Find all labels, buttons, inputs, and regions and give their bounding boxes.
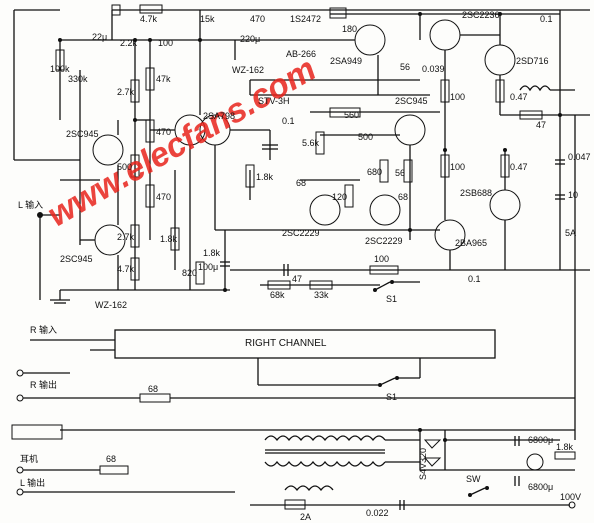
r-2k2-top: 2.2k <box>120 38 138 48</box>
r-15k: 15k <box>200 14 215 24</box>
c-100: 100 <box>158 38 173 48</box>
r-56-b: 56 <box>395 168 405 178</box>
zener-1s2472-label: 1S2472 <box>290 14 321 24</box>
phones-label: 耳机 <box>20 453 38 464</box>
power-supply <box>250 430 576 510</box>
c-6800-b: 6800μ <box>528 482 553 492</box>
r-560: 560 <box>344 110 359 120</box>
r-500-a: 500 <box>117 162 132 172</box>
r-68k: 68k <box>270 290 285 300</box>
r-470-top: 470 <box>250 14 265 24</box>
q1-label: 2SC945 <box>66 129 99 139</box>
l-input-label: L 输入 <box>18 199 43 210</box>
channel-box-label: RIGHT CHANNEL <box>245 338 327 349</box>
switch-s1-b: S1 <box>386 392 397 402</box>
r-680: 680 <box>367 167 382 177</box>
c-0022: 0.022 <box>366 508 389 518</box>
diode-ab266-label: AB-266 <box>286 49 316 59</box>
junctions <box>37 12 562 442</box>
r-2k7-a: 2.7k <box>117 87 135 97</box>
r-output-label: R 输出 <box>30 379 57 390</box>
output-stage <box>420 14 590 440</box>
left-input-section <box>13 9 230 304</box>
zener-wz162b-label: WZ-162 <box>95 300 127 310</box>
r-68-a: 68 <box>148 384 158 394</box>
q8-label: 2SC2229 <box>282 228 320 238</box>
c-68-b: 68 <box>398 192 408 202</box>
r-470-a: 470 <box>156 127 171 137</box>
q4-label: 2SA949 <box>330 56 362 66</box>
switch-s1-a: S1 <box>386 294 397 304</box>
c-01-top: 0.1 <box>540 14 553 24</box>
r-047-a: 0.47 <box>510 92 528 102</box>
fuse-5a: 5A <box>565 228 576 238</box>
l-output-label: L 输出 <box>20 477 45 488</box>
c-220u: 220μ <box>240 34 260 44</box>
q9-label: 2SC2229 <box>365 236 403 246</box>
bridge-label: S4V320 <box>418 448 428 480</box>
r-1k8-c: 1.8k <box>256 172 274 182</box>
r-56-a: 56 <box>400 62 410 72</box>
r-5k6: 5.6k <box>302 138 320 148</box>
r-120: 120 <box>332 192 347 202</box>
c-6800-a: 6800μ <box>528 435 553 445</box>
c-22u: 22μ <box>92 32 107 42</box>
c-10: 10 <box>568 190 578 200</box>
zener-wz162-label: WZ-162 <box>232 65 264 75</box>
r-100k: 100k <box>50 64 70 74</box>
r-1k8-a: 1.8k <box>160 234 178 244</box>
fuse-2a: 2A <box>300 512 311 522</box>
r-1k8-d: 1.8k <box>556 442 574 452</box>
c-68-a: 68 <box>296 178 306 188</box>
resistor-ladders <box>111 4 163 290</box>
diode-stv3h-label: STV-3H <box>258 96 290 106</box>
c-01-bot: 0.1 <box>468 274 481 284</box>
r-68-b: 68 <box>106 454 116 464</box>
r-input-label: R 输入 <box>30 324 57 335</box>
c-47: 47 <box>292 274 302 284</box>
r-100-a: 100 <box>450 92 465 102</box>
r-4k7-b: 4.7k <box>117 264 135 274</box>
r-500-b: 500 <box>358 132 373 142</box>
top-rails <box>60 9 590 120</box>
q2-label: 2SC945 <box>60 254 93 264</box>
switch-sw: SW <box>466 474 481 484</box>
r-47k: 47k <box>156 74 171 84</box>
r-180: 180 <box>342 24 357 34</box>
r-047-b: 0.47 <box>510 162 528 172</box>
r-2k7-b: 2.7k <box>117 232 135 242</box>
right-channel-box <box>30 329 496 387</box>
q6-label: 2SD716 <box>516 56 549 66</box>
r-470-b: 470 <box>156 192 171 202</box>
c-0047: 0.047 <box>568 152 591 162</box>
r-100-c: 100 <box>374 254 389 264</box>
r-330k: 330k <box>68 74 88 84</box>
q10-label: 2SB688 <box>460 188 492 198</box>
r-820: 820 <box>182 268 197 278</box>
diff-pair <box>150 40 270 290</box>
feedback-row <box>230 264 420 292</box>
c-01-mid: 0.1 <box>282 116 295 126</box>
q7-label: 2SC945 <box>395 96 428 106</box>
q5-label: 2SC2236 <box>462 10 500 20</box>
driver-stage <box>215 7 440 240</box>
mains-label: 100V <box>560 492 581 502</box>
output-jacks <box>11 369 575 496</box>
r-33k: 33k <box>314 290 329 300</box>
c-0039: 0.039 <box>422 64 445 74</box>
r-100-b: 100 <box>450 162 465 172</box>
c-100u: 100μ <box>198 262 218 272</box>
r-47: 47 <box>536 120 546 130</box>
q3-label: 2SA798 <box>203 111 235 121</box>
q11-label: 2BA965 <box>455 238 487 248</box>
r-1k8-b: 1.8k <box>203 248 221 258</box>
r-4k7-top: 4.7k <box>140 14 158 24</box>
